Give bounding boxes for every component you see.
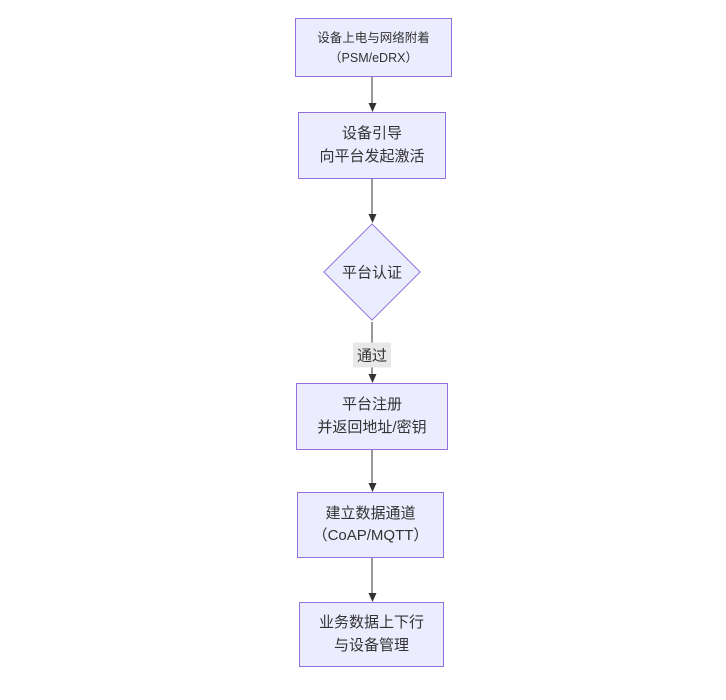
node-platform-register: 平台注册 并返回地址/密钥 <box>296 383 448 450</box>
node-label-line: 平台注册 <box>341 396 402 413</box>
arrowhead-down-icon <box>368 103 376 112</box>
node-power-on-attach: 设备上电与网络附着 （PSM/eDRX） <box>295 18 452 77</box>
node-label-line: 设备引导 <box>341 125 402 142</box>
arrowhead-down-icon <box>368 374 376 383</box>
edge-arrow <box>368 558 377 602</box>
node-label-line: 与设备管理 <box>333 636 409 654</box>
node-label-line: （PSM/eDRX） <box>329 50 418 65</box>
node-label-line: 设备上电与网络附着 <box>317 30 430 45</box>
decision-platform-auth: 平台认证 <box>322 223 422 321</box>
node-label-line: 业务数据上下行 <box>318 614 424 631</box>
edge-label-pass: 通过 <box>352 342 392 368</box>
node-label-line: （CoAP/MQTT） <box>312 527 429 544</box>
node-label-line: 向平台发起激活 <box>319 147 425 165</box>
node-data-channel: 建立数据通道 （CoAP/MQTT） <box>297 492 444 558</box>
arrowhead-down-icon <box>368 593 376 602</box>
node-bootstrap-activate: 设备引导 向平台发起激活 <box>298 112 446 179</box>
arrowhead-down-icon <box>368 214 376 223</box>
edge-arrow <box>368 450 377 492</box>
node-business-data: 业务数据上下行 与设备管理 <box>299 602 444 667</box>
node-label-line: 建立数据通道 <box>325 504 416 522</box>
edge-line <box>371 179 373 215</box>
edge-arrow <box>368 77 377 112</box>
edge-arrow <box>368 179 377 223</box>
edge-line <box>371 558 373 594</box>
node-label-line: 并返回地址/密钥 <box>317 418 427 436</box>
edge-line <box>371 77 373 104</box>
node-label-line: 平台认证 <box>341 264 403 282</box>
arrowhead-down-icon <box>368 483 376 492</box>
edge-line <box>371 450 373 484</box>
